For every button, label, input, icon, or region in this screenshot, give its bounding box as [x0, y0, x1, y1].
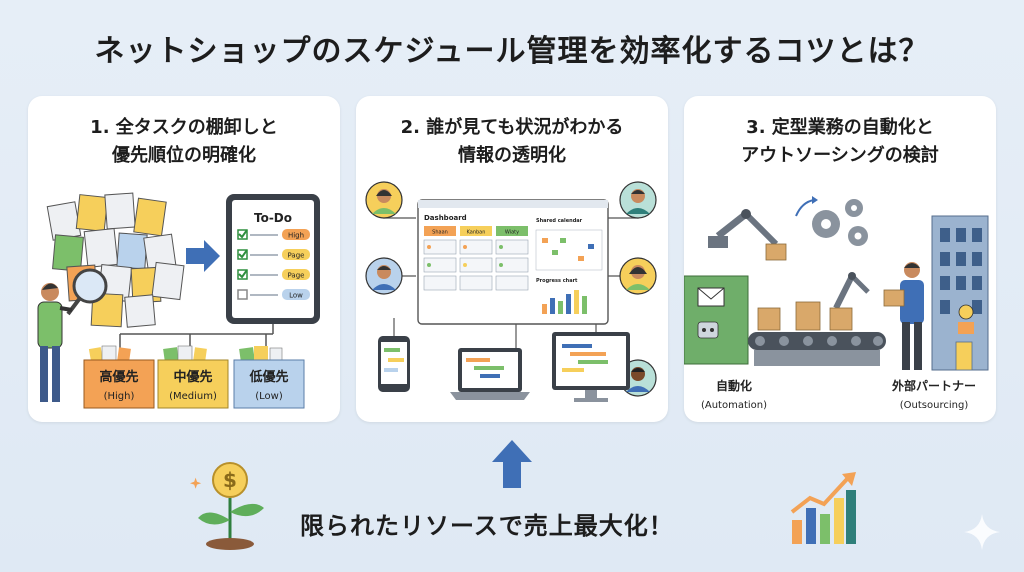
- svg-text:$: $: [223, 468, 237, 492]
- card-2-title-line2: 情報の透明化: [458, 145, 566, 166]
- paper-pile-icon: [46, 192, 185, 328]
- progress-label: Progress chart: [536, 278, 578, 284]
- automation-illustration: 自動化 (Automation) 外部パートナー (Outsourcing): [684, 196, 989, 411]
- high-box-sub: (High): [104, 391, 135, 402]
- medium-priority-box-icon: 中優先 (Medium): [157, 345, 229, 409]
- automation-sub: (Automation): [701, 400, 767, 411]
- progress-bars: [542, 290, 587, 314]
- arrow-up-icon: [492, 440, 532, 488]
- automation-label: 自動化: [716, 378, 752, 393]
- card-1-title: 1. 全タスクの棚卸しと 優先順位の明確化: [28, 114, 340, 170]
- todo-tag-4: Low: [289, 292, 303, 300]
- tablet-todo-icon: To-Do High Page Page: [226, 194, 320, 324]
- arrow-right-icon: [186, 240, 220, 272]
- card-3-title-line1: 3. 定型業務の自動化と: [746, 117, 934, 138]
- card-2-title-line1: 2. 誰が見ても状況がわかる: [400, 117, 624, 138]
- todo-tag-3: Page: [288, 272, 305, 280]
- high-priority-box-icon: 高優先 (High): [83, 345, 155, 409]
- kanban-col-3: Wiaty: [505, 230, 519, 236]
- calendar-label: Shared calendar: [536, 218, 583, 224]
- todo-tag-2: Page: [288, 252, 305, 260]
- todo-title: To-Do: [254, 211, 292, 225]
- growth-chart-icon: [790, 472, 856, 544]
- todo-tag-1: High: [288, 232, 304, 240]
- bottom-slogan: 限られたリソースで売上最大化！: [300, 512, 674, 540]
- outsourcing-sub: (Outsourcing): [900, 400, 969, 411]
- task-prioritization-illustration: To-Do High Page Page: [37, 192, 320, 409]
- gear-icon: [812, 199, 868, 246]
- avatar-mid-left: [365, 257, 403, 295]
- kanban-col-2: Kanban: [467, 230, 486, 236]
- avatar-top-right: [619, 181, 657, 219]
- card-info-transparency: 2. 誰が見ても状況がわかる 情報の透明化: [356, 96, 668, 422]
- cycle-arrow-icon: [795, 199, 815, 217]
- robot-arm-icon-2: [833, 272, 870, 310]
- transparency-illustration: Dashboard Shaan Kanban Wiaty Shared cale…: [365, 181, 657, 402]
- dashboard-window: Dashboard Shaan Kanban Wiaty Shared cale…: [417, 199, 609, 325]
- card-2-title: 2. 誰が見ても状況がわかる 情報の透明化: [356, 114, 668, 170]
- medium-box-sub: (Medium): [169, 391, 217, 402]
- smartphone-icon: [378, 336, 410, 392]
- money-plant-icon: $: [190, 462, 264, 550]
- card-3-title: 3. 定型業務の自動化と アウトソーシングの検討: [684, 114, 996, 170]
- laptop-icon: [450, 348, 530, 400]
- low-priority-box-icon: 低優先 (Low): [233, 346, 305, 409]
- avatar-top-left: [365, 181, 403, 219]
- tree-connector: [119, 324, 274, 354]
- calendar-grid: [535, 229, 603, 271]
- card-1-title-line2: 優先順位の明確化: [112, 145, 256, 166]
- card-1-title-line1: 1. 全タスクの棚卸しと: [90, 117, 278, 138]
- kanban-col-1: Shaan: [432, 230, 448, 236]
- conveyor-belt-icon: [748, 301, 886, 366]
- card-3-title-line2: アウトソーシングの検討: [741, 145, 939, 166]
- office-building-icon: [931, 215, 989, 371]
- sparkle-icon: [964, 514, 1000, 550]
- medium-box-label: 中優先: [173, 369, 212, 385]
- low-box-label: 低優先: [248, 369, 288, 385]
- avatar-mid-right: [619, 257, 657, 295]
- outsourcing-label: 外部パートナー: [892, 378, 976, 393]
- monitor-icon: [552, 332, 630, 402]
- low-box-sub: (Low): [255, 391, 283, 402]
- high-box-label: 高優先: [99, 369, 138, 385]
- card-task-prioritization: 1. 全タスクの棚卸しと 優先順位の明確化: [28, 96, 340, 422]
- worker-person-icon: [883, 262, 924, 370]
- person-icon: [37, 283, 73, 402]
- email-machine-icon: [684, 275, 749, 365]
- robot-arm-icon: [708, 209, 787, 261]
- card-automation-outsourcing: 3. 定型業務の自動化と アウトソーシングの検討: [684, 96, 996, 422]
- dashboard-label: Dashboard: [424, 214, 467, 222]
- page-title: ネットショップのスケジュール管理を効率化するコツとは？: [94, 34, 930, 69]
